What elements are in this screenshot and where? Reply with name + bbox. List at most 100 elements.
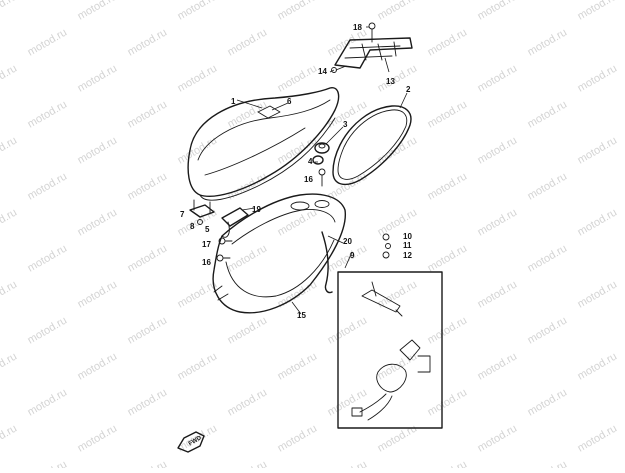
- callout-9: 9: [350, 251, 355, 260]
- watermark-text: motod.ru: [426, 458, 470, 468]
- watermark-text: motod.ru: [576, 62, 620, 94]
- leader-lines: [236, 26, 408, 315]
- watermark-text: motod.ru: [276, 62, 320, 94]
- watermark-text: motod.ru: [226, 458, 270, 468]
- watermark-text: motod.ru: [426, 26, 470, 58]
- watermark-text: motod.ru: [576, 0, 620, 23]
- callout-12: 12: [403, 251, 412, 260]
- lower-bolts: [216, 237, 233, 262]
- callout-13: 13: [386, 77, 395, 86]
- callout-6: 6: [287, 97, 292, 106]
- watermark-text: motod.ru: [176, 62, 220, 94]
- watermark-text: motod.ru: [0, 278, 19, 310]
- watermark-text: motod.ru: [526, 386, 570, 418]
- watermark-text: motod.ru: [426, 386, 470, 418]
- watermark-text: motod.ru: [126, 170, 170, 202]
- watermark-text: motod.ru: [476, 278, 520, 310]
- watermark-text: motod.ru: [76, 134, 120, 166]
- release-cable: [321, 231, 333, 294]
- callout-19: 19: [252, 205, 261, 214]
- watermark-text: motod.ru: [426, 170, 470, 202]
- watermark-text: motod.ru: [126, 98, 170, 130]
- watermark-text: motod.ru: [276, 350, 320, 382]
- watermark-text: motod.ru: [276, 134, 320, 166]
- watermark-text: motod.ru: [226, 242, 270, 274]
- watermark-text: motod.ru: [576, 278, 620, 310]
- callout-4: 4: [308, 157, 313, 166]
- cover-plate: [221, 207, 249, 238]
- callout-10: 10: [403, 232, 412, 241]
- seat: [187, 87, 340, 201]
- callout-11: 11: [403, 241, 412, 250]
- callout-labels: 1 2 3 4 5 6 7 8 9 10 11 12 13 14 15 16 1…: [180, 23, 412, 320]
- watermark-text: motod.ru: [576, 134, 620, 166]
- watermark-text: motod.ru: [226, 386, 270, 418]
- watermark-text: motod.ru: [126, 314, 170, 346]
- watermark-text: motod.ru: [26, 458, 70, 468]
- storage-box: [212, 193, 346, 314]
- watermark-text: motod.ru: [176, 134, 220, 166]
- watermark-text: motod.ru: [26, 26, 70, 58]
- watermark-text: motod.ru: [76, 350, 120, 382]
- callout-18: 18: [353, 23, 362, 32]
- watermark-text: motod.ru: [26, 98, 70, 130]
- watermark-text: motod.ru: [476, 206, 520, 238]
- callout-14: 14: [318, 67, 327, 76]
- callout-17: 17: [202, 240, 211, 249]
- watermark-text: motod.ru: [0, 62, 19, 94]
- callout-2: 2: [406, 85, 411, 94]
- watermark-text: motod.ru: [326, 458, 370, 468]
- watermark-text: motod.ru: [126, 386, 170, 418]
- watermark-text: motod.ru: [576, 206, 620, 238]
- watermark-text: motod.ru: [0, 422, 19, 454]
- watermark-text: motod.ru: [26, 386, 70, 418]
- screw-upper: [318, 168, 326, 187]
- watermark-text: motod.ru: [0, 0, 19, 23]
- callout-7: 7: [180, 210, 185, 219]
- watermark-text: motod.ru: [0, 134, 19, 166]
- watermark-text: motod.ru: [576, 350, 620, 382]
- watermark-text: motod.ru: [226, 26, 270, 58]
- watermark-text: motod.ru: [526, 242, 570, 274]
- watermark-text: motod.ru: [0, 206, 19, 238]
- callout-8: 8: [190, 222, 195, 231]
- watermark-text: motod.ru: [426, 314, 470, 346]
- hinge-bracket: [331, 22, 413, 73]
- watermark-text: motod.ru: [476, 350, 520, 382]
- watermark-text: motod.ru: [126, 242, 170, 274]
- callout-3: 3: [343, 120, 348, 129]
- watermark-text: motod.ru: [426, 242, 470, 274]
- seal-gasket: [332, 105, 412, 186]
- watermark-text: motod.ru: [76, 62, 120, 94]
- watermark-text: motod.ru: [276, 422, 320, 454]
- watermark-text: motod.ru: [76, 206, 120, 238]
- watermark-text: motod.ru: [0, 350, 19, 382]
- watermark-text: motod.ru: [476, 134, 520, 166]
- seat-stay: [189, 199, 215, 225]
- watermark-text: motod.ru: [376, 134, 420, 166]
- watermark-text: motod.ru: [526, 458, 570, 468]
- watermark-text: motod.ru: [276, 0, 320, 23]
- watermark-text: motod.ru: [326, 386, 370, 418]
- watermark-text: motod.ru: [26, 314, 70, 346]
- watermark-text: motod.ru: [476, 62, 520, 94]
- callout-20: 20: [343, 237, 352, 246]
- watermark-text: motod.ru: [326, 242, 370, 274]
- watermark-text: motod.ru: [126, 458, 170, 468]
- damper-collar: [312, 142, 330, 165]
- watermark-text: motod.ru: [526, 98, 570, 130]
- seat-lock-assembly: [337, 271, 443, 429]
- callout-16-upper: 16: [304, 175, 313, 184]
- watermark-text: motod.ru: [176, 278, 220, 310]
- watermark-text: motod.ru: [476, 422, 520, 454]
- watermark-text: motod.ru: [76, 278, 120, 310]
- watermark-text: motod.ru: [376, 350, 420, 382]
- callout-5: 5: [205, 225, 210, 234]
- bolt-set: [382, 233, 391, 259]
- watermark-text: motod.ru: [526, 314, 570, 346]
- watermark-text: motod.ru: [176, 0, 220, 23]
- forward-arrow-icon: [177, 431, 205, 453]
- watermark-text: motod.ru: [376, 0, 420, 23]
